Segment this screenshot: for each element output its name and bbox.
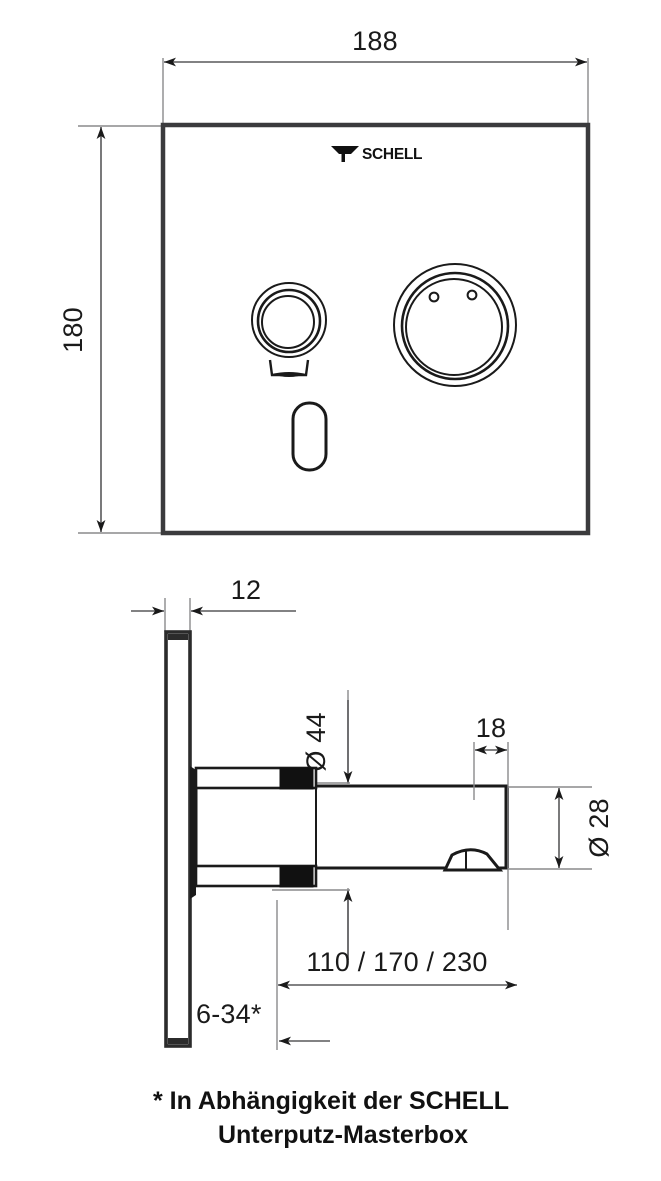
dim-label-spout-d28: Ø 28 (584, 798, 614, 857)
seal-ring-lower (279, 865, 314, 888)
footnote-line-2: Unterputz-Masterbox (218, 1121, 468, 1149)
schell-funnel-icon (331, 146, 359, 162)
dim-label-width-188: 188 (352, 26, 398, 56)
footnote-block: * In Abhängigkeit der SCHELL Unterputz-M… (153, 1087, 509, 1149)
side-panel-plate (164, 630, 192, 1048)
flow-control-knob (393, 263, 517, 387)
front-view: 188 180 SCHELL (58, 26, 591, 536)
seal-ring-upper (279, 767, 314, 790)
footnote-line-1: * In Abhängigkeit der SCHELL (153, 1087, 509, 1115)
side-panel-top-cap (168, 634, 188, 640)
dim-label-height-180: 180 (58, 307, 88, 353)
side-panel-bottom-cap (168, 1038, 188, 1044)
temperature-control-knob (251, 282, 327, 377)
temperature-knob-lever-shadow (272, 372, 306, 377)
aerator-outlet (442, 848, 504, 872)
infrared-sensor-window (291, 401, 328, 472)
dim-label-thickness-12: 12 (231, 575, 261, 605)
schell-logo: SCHELL (331, 146, 423, 163)
front-panel-plate (160, 122, 591, 536)
dim-label-flange-d44: Ø 44 (301, 712, 331, 771)
schell-wordmark: SCHELL (362, 146, 422, 163)
dim-label-projection: 110 / 170 / 230 (306, 947, 487, 977)
dim-label-spout-end-18: 18 (476, 713, 506, 743)
side-view: 12 Ø 44 (131, 575, 614, 1050)
dim-label-wall-offset: 6-34* (196, 999, 262, 1029)
